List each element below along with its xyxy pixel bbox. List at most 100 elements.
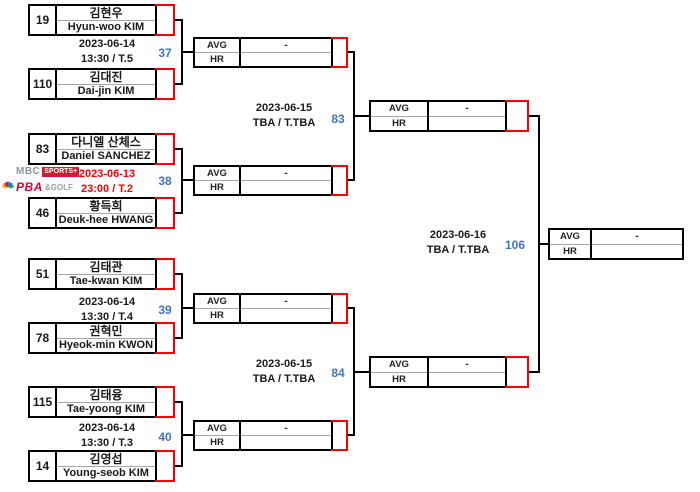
player-seed: 14 bbox=[28, 450, 57, 482]
hr-value bbox=[429, 117, 505, 131]
bracket-line bbox=[348, 434, 355, 436]
player-box: 19 김현우 Hyun-woo KIM bbox=[28, 4, 175, 36]
winner-slot bbox=[155, 322, 175, 354]
player-name-en: Dai-jin KIM bbox=[77, 85, 135, 98]
stat-box: AVG HR - bbox=[193, 37, 333, 68]
player-name-en: Hyun-woo KIM bbox=[67, 21, 145, 34]
bracket-line bbox=[175, 337, 183, 339]
bracket-line bbox=[355, 115, 369, 117]
player-name-kr: 황득희 bbox=[57, 199, 155, 214]
hr-value bbox=[241, 436, 331, 449]
match-date: 2023-06-13 bbox=[78, 168, 136, 180]
player-name-box: 김현우 Hyun-woo KIM bbox=[55, 4, 157, 36]
bracket-line bbox=[538, 115, 540, 373]
player-name-en: Daniel SANCHEZ bbox=[61, 150, 151, 163]
winner-slot bbox=[155, 133, 175, 165]
bracket-line bbox=[175, 148, 183, 150]
match-date: 2023-06-15 bbox=[255, 358, 313, 370]
match-number: 39 bbox=[158, 303, 172, 317]
player-seed: 51 bbox=[28, 258, 57, 290]
match-time: TBA / T.TBA bbox=[252, 117, 316, 129]
match-date: 2023-06-16 bbox=[429, 229, 487, 241]
bracket-line bbox=[353, 51, 355, 181]
winner-slot bbox=[155, 68, 175, 100]
winner-slot bbox=[331, 37, 348, 68]
player-box: 110 김대진 Dai-jin KIM bbox=[28, 68, 175, 100]
player-name-kr: 김태융 bbox=[57, 388, 155, 403]
winner-slot bbox=[505, 100, 529, 132]
match-date: 2023-06-14 bbox=[78, 38, 136, 50]
avg-label: AVG bbox=[371, 102, 427, 117]
winner-slot bbox=[155, 4, 175, 36]
winner-slot bbox=[331, 293, 348, 324]
avg-value: - bbox=[241, 422, 331, 436]
hr-value bbox=[241, 181, 331, 194]
winner-slot bbox=[155, 197, 175, 229]
winner-slot bbox=[155, 386, 175, 418]
bracket-line bbox=[175, 273, 183, 275]
sports-plus-badge: SPORTS+ bbox=[42, 166, 80, 177]
hr-value bbox=[429, 373, 505, 387]
hr-label: HR bbox=[210, 54, 224, 65]
avg-value: - bbox=[592, 230, 682, 245]
peacock-icon bbox=[2, 181, 14, 193]
player-name-kr: 김영섭 bbox=[57, 452, 155, 467]
hr-value bbox=[592, 245, 682, 259]
bracket-line bbox=[348, 179, 355, 181]
avg-value: - bbox=[241, 167, 331, 181]
stat-box: AVG HR - bbox=[193, 165, 333, 196]
avg-label: AVG bbox=[371, 358, 427, 373]
hr-label: HR bbox=[210, 182, 224, 193]
player-seed: 46 bbox=[28, 197, 57, 229]
player-box: 14 김영섭 Young-seob KIM bbox=[28, 450, 175, 482]
match-number: 37 bbox=[158, 46, 172, 60]
bracket-line bbox=[183, 307, 193, 309]
avg-value: - bbox=[429, 358, 505, 373]
player-name-box: 김대진 Dai-jin KIM bbox=[55, 68, 157, 100]
stat-box: AVG HR - bbox=[369, 356, 507, 388]
player-box: 78 권혁민 Hyeok-min KWON bbox=[28, 322, 175, 354]
hr-value bbox=[241, 309, 331, 322]
player-name-en: Deuk-hee HWANG bbox=[58, 214, 154, 227]
stat-box: AVG HR - bbox=[369, 100, 507, 132]
stat-box: AVG HR - bbox=[193, 420, 333, 451]
bracket-line bbox=[175, 19, 183, 21]
player-name-box: 권혁민 Hyeok-min KWON bbox=[55, 322, 157, 354]
match-number: 83 bbox=[331, 112, 345, 126]
bracket-line bbox=[348, 51, 355, 53]
player-name-kr: 김태관 bbox=[57, 260, 155, 275]
player-name-en: Tae-kwan KIM bbox=[69, 275, 143, 288]
avg-label: AVG bbox=[195, 295, 239, 309]
bracket-line bbox=[183, 179, 193, 181]
bracket-line bbox=[355, 371, 369, 373]
mbc-logo-text: MBC bbox=[16, 166, 41, 177]
bracket-line bbox=[181, 19, 183, 85]
avg-value: - bbox=[241, 295, 331, 309]
player-name-box: 황득희 Deuk-hee HWANG bbox=[55, 197, 157, 229]
match-number: 38 bbox=[158, 174, 172, 188]
player-name-en: Hyeok-min KWON bbox=[58, 339, 154, 352]
avg-label: AVG bbox=[550, 230, 590, 245]
bracket-line bbox=[348, 307, 355, 309]
player-box: 83 다니엘 산체스 Daniel SANCHEZ bbox=[28, 133, 175, 165]
avg-value: - bbox=[429, 102, 505, 117]
hr-value bbox=[241, 53, 331, 66]
winner-slot bbox=[155, 258, 175, 290]
stat-box: AVG HR - bbox=[548, 228, 684, 260]
match-date: 2023-06-14 bbox=[78, 296, 136, 308]
match-number: 84 bbox=[331, 366, 345, 380]
player-name-box: 다니엘 산체스 Daniel SANCHEZ bbox=[55, 133, 157, 165]
player-seed: 78 bbox=[28, 322, 57, 354]
winner-slot bbox=[505, 356, 529, 388]
player-seed: 83 bbox=[28, 133, 57, 165]
player-name-box: 김태관 Tae-kwan KIM bbox=[55, 258, 157, 290]
hr-label: HR bbox=[563, 245, 577, 257]
player-seed: 19 bbox=[28, 4, 57, 36]
avg-label: AVG bbox=[195, 39, 239, 53]
bracket-line bbox=[183, 51, 193, 53]
player-name-kr: 권혁민 bbox=[57, 324, 155, 339]
bracket-line bbox=[175, 401, 183, 403]
mbc-sports-logo: MBC SPORTS+ bbox=[16, 166, 80, 177]
match-time: 23:00 / T.2 bbox=[81, 183, 133, 195]
